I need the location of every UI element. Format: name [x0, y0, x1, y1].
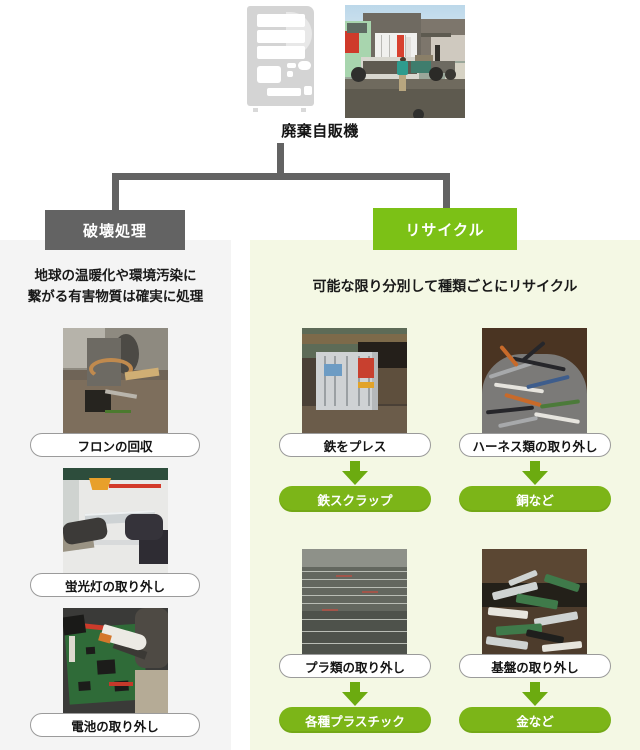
destroy-item-1-label: フロンの回収: [30, 433, 200, 457]
recycle-item-4-label: 基盤の取り外し: [459, 654, 611, 678]
vending-machine-icon: [243, 6, 318, 112]
circuit-board-with-cutters-photo: [63, 608, 168, 713]
branch-tag-recycle: リサイクル: [373, 208, 517, 250]
down-arrow-icon: [522, 461, 548, 485]
branch-tag-destroy: 破壊処理: [45, 210, 185, 250]
diagram-header: 廃棄自販機: [0, 0, 640, 160]
destroy-lead-line2: 繋がる有害物質は確実に処理: [27, 288, 204, 304]
recycle-item-2-result: 銅など: [459, 486, 611, 512]
connector-horizontal: [112, 173, 450, 180]
connector-drop-left: [112, 173, 119, 216]
recycle-item-4-result: 金など: [459, 707, 611, 733]
stacked-plastic-panels-photo: [302, 549, 407, 654]
down-arrow-icon: [342, 682, 368, 706]
down-arrow-icon: [522, 682, 548, 706]
compressor-refrigeration-unit-photo: [63, 328, 168, 433]
pressed-steel-bale-photo: [302, 328, 407, 433]
recycle-item-3-result: 各種プラスチック: [279, 707, 431, 733]
recycle-item-1-result: 鉄スクラップ: [279, 486, 431, 512]
recycle-item-3-label: プラ類の取り外し: [279, 654, 431, 678]
root-node-label: 廃棄自販機: [281, 123, 359, 140]
recycle-lead-text: 可能な限り分別して種類ごとにリサイクル: [312, 278, 578, 294]
recycle-item-2-label: ハーネス類の取り外し: [459, 433, 611, 457]
circuit-board-scrap-photo: [482, 549, 587, 654]
recycle-item-1-label: 鉄をプレス: [279, 433, 431, 457]
truck-unloading-vending-machines-photo: [345, 5, 465, 118]
wire-harness-pile-photo: [482, 328, 587, 433]
connector-drop-right: [443, 173, 450, 216]
destroy-lead-text: 地球の温暖化や環境汚染に 繋がる有害物質は確実に処理: [0, 266, 231, 308]
destroy-item-3-label: 電池の取り外し: [30, 713, 200, 737]
connector-stem: [277, 143, 284, 175]
destroy-item-2-label: 蛍光灯の取り外し: [30, 573, 200, 597]
destroy-lead-line1: 地球の温暖化や環境汚染に: [34, 268, 197, 283]
down-arrow-icon: [342, 461, 368, 485]
fluorescent-lamp-removal-photo: [63, 468, 168, 573]
